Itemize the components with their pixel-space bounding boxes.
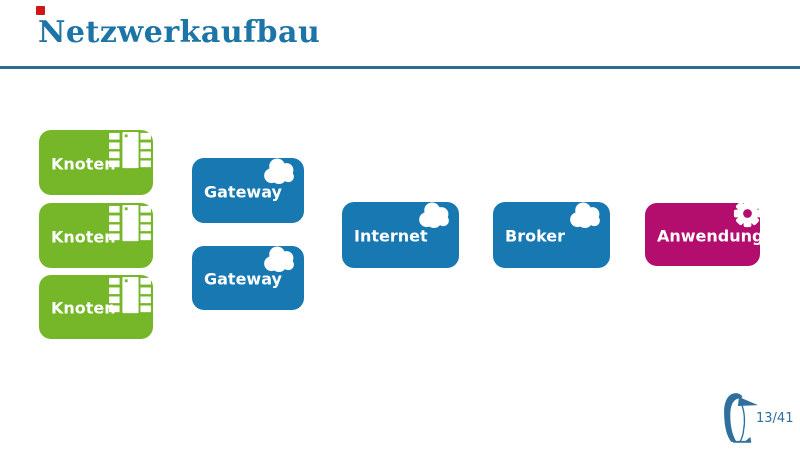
node-label: Knoten xyxy=(51,298,116,318)
diagram-node-gateway-2: Gateway xyxy=(192,246,304,310)
node-label: Internet xyxy=(354,226,428,246)
page-number: 13/41 xyxy=(756,411,794,426)
diagram-node-knoten-2: Knoten xyxy=(39,203,153,268)
diagram-node-broker: Broker xyxy=(493,202,610,268)
title-divider-line xyxy=(0,66,800,69)
node-label: Knoten xyxy=(51,226,116,246)
gear-icon xyxy=(733,199,762,228)
cloud-icon xyxy=(264,158,294,184)
diagram-node-gateway-1: Gateway xyxy=(192,158,304,223)
diagram-node-knoten-3: Knoten xyxy=(39,275,153,339)
penguin-logo-icon xyxy=(724,393,758,443)
page-title: Netzwerkaufbau xyxy=(38,15,321,50)
chip-icon xyxy=(109,205,151,242)
node-label: Anwendung xyxy=(657,225,764,245)
chip-icon xyxy=(109,132,151,169)
diagram-node-internet: Internet xyxy=(342,202,459,268)
node-label: Gateway xyxy=(204,181,282,201)
cloud-icon xyxy=(570,202,600,228)
node-label: Broker xyxy=(505,226,566,246)
red-accent-square xyxy=(36,6,45,15)
node-label: Knoten xyxy=(51,153,116,173)
cloud-icon xyxy=(264,246,294,272)
diagram-node-anwendung: Anwendung xyxy=(645,199,764,266)
chip-icon xyxy=(109,277,151,314)
cloud-icon xyxy=(419,202,449,228)
diagram-node-knoten-1: Knoten xyxy=(39,130,153,195)
node-label: Gateway xyxy=(204,269,282,289)
